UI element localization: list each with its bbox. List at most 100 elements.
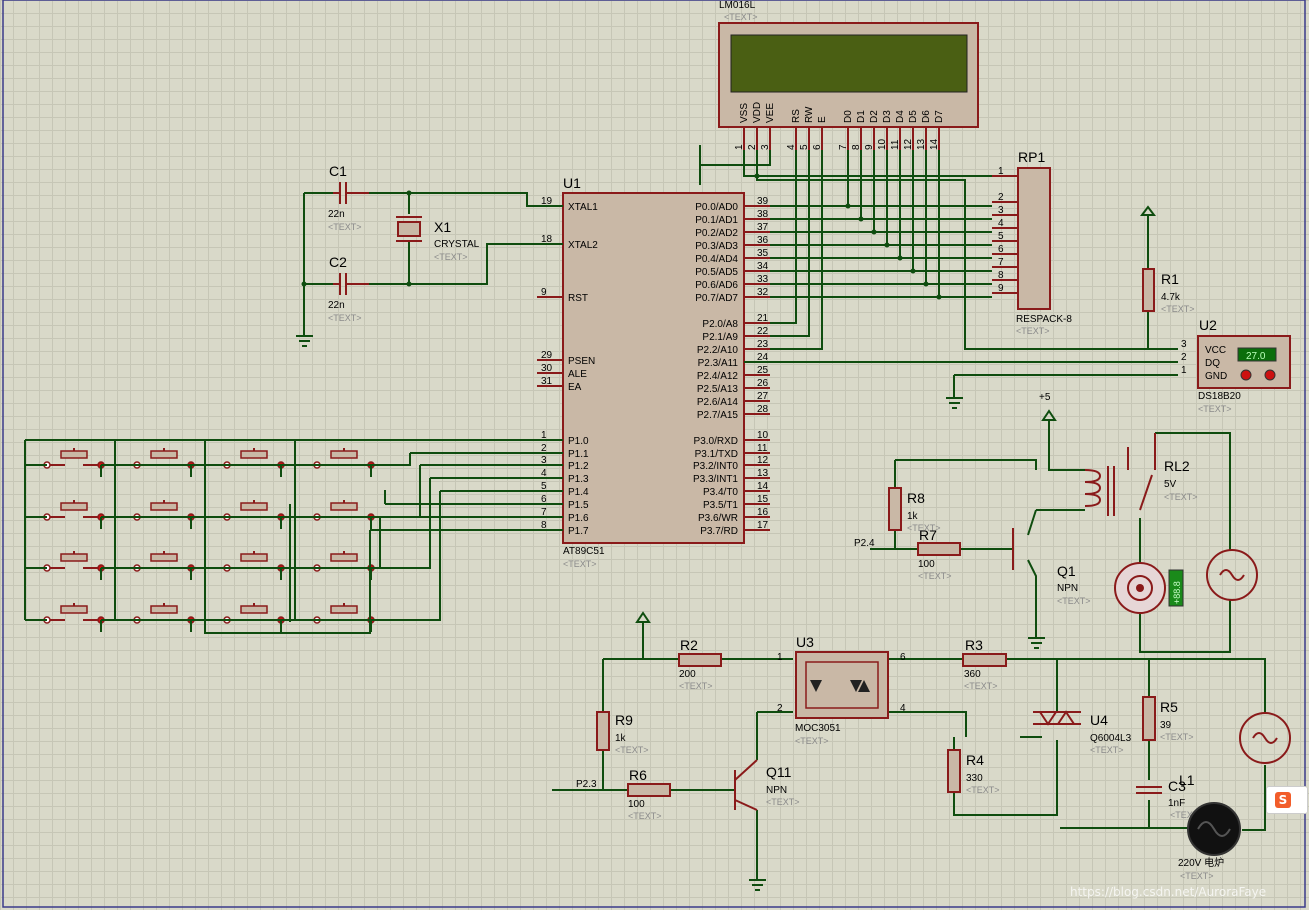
r1-val: 4.7k <box>1161 292 1181 303</box>
triac-driver-circuit[interactable]: R2 200 <TEXT> U3 MOC3051 <TEXT> 1 2 6 4 … <box>552 611 1291 891</box>
u1-pin-label: P3.6/WR <box>698 513 738 524</box>
lcd-pin-label: RS <box>791 109 802 123</box>
lcd-pin-num: 12 <box>903 138 914 150</box>
keypad-button[interactable] <box>25 603 105 632</box>
p23-label: P2.3 <box>576 779 597 790</box>
keypad-button[interactable] <box>205 448 285 477</box>
r6-val: 100 <box>628 799 645 810</box>
r9-ref: R9 <box>615 712 633 728</box>
u1-pin-num: 8 <box>541 520 547 531</box>
x1-ref: X1 <box>434 219 451 235</box>
keypad-4x4[interactable] <box>24 440 563 634</box>
r9-text: <TEXT> <box>615 745 649 755</box>
c2-ref: C2 <box>329 254 347 270</box>
lcd-pin-num: 1 <box>734 144 745 150</box>
u2-pin-2: 2 <box>1181 352 1187 363</box>
u1-pin-num: 12 <box>757 455 769 466</box>
u1-pin-label: P3.1/TXD <box>695 449 738 460</box>
rp1-pin-num: 2 <box>998 192 1004 203</box>
keypad-button[interactable] <box>205 500 285 529</box>
l1-text: <TEXT> <box>1180 871 1214 881</box>
keypad-button[interactable] <box>115 603 195 632</box>
csdn-badge[interactable]: S <box>1266 786 1308 814</box>
c1-text: <TEXT> <box>328 222 362 232</box>
c1-val: 22n <box>328 209 345 220</box>
u1-pin-label: EA <box>568 382 582 393</box>
keypad-button[interactable] <box>115 448 195 477</box>
u2-reading: 27.0 <box>1246 351 1266 362</box>
keypad-button[interactable] <box>205 551 285 580</box>
u1-pin-label: P2.1/A9 <box>702 332 738 343</box>
u3-pin-4: 4 <box>900 703 906 714</box>
u1-part: AT89C51 <box>563 546 605 557</box>
r3-ref: R3 <box>965 637 983 653</box>
keypad-button[interactable] <box>25 551 105 580</box>
u1-pin-num: 13 <box>757 468 769 479</box>
u1-pin-label: P2.6/A14 <box>697 397 739 408</box>
q11-text: <TEXT> <box>766 797 800 807</box>
data-bus-wires <box>699 145 1148 363</box>
lcd-pin-label: D4 <box>895 110 906 123</box>
r2-val: 200 <box>679 669 696 680</box>
lcd-screen <box>730 34 968 93</box>
keypad-button[interactable] <box>115 551 195 580</box>
keypad-button[interactable] <box>295 500 375 529</box>
u1-pin-num: 18 <box>541 234 553 245</box>
c2-text: <TEXT> <box>328 313 362 323</box>
lcd-pin-label: D6 <box>921 110 932 123</box>
relay-motor-circuit[interactable]: +5 R8 1k <TEXT> R7 100 <TEXT> P2.4 Q1 NP… <box>854 392 1258 653</box>
u1-pin-label: P3.3/INT1 <box>693 474 738 485</box>
u2-pin-1: 1 <box>1181 365 1187 376</box>
u1-pin-num: 11 <box>757 443 768 454</box>
u1-pin-num: 36 <box>757 235 769 246</box>
u2-pin-3: 3 <box>1181 339 1187 350</box>
keypad-button[interactable] <box>115 500 195 529</box>
keypad-button[interactable] <box>25 500 105 529</box>
c3-val: 1nF <box>1168 798 1185 809</box>
keypad-button[interactable] <box>205 603 285 632</box>
lcd-pin-num: 14 <box>929 138 940 150</box>
ds18b20-circuit[interactable]: R1 4.7k <TEXT> 27.0 U2 DS18B20 <TEXT> VC… <box>744 205 1291 414</box>
r2-ref: R2 <box>680 637 698 653</box>
u1-pin-num: 7 <box>541 507 547 518</box>
lcd-pin-label: VSS <box>739 103 750 123</box>
u3-part: MOC3051 <box>795 723 841 734</box>
q11-val: NPN <box>766 785 787 796</box>
lcd-lm016l[interactable]: LM016L <TEXT> VSS1VDD2VEE3RS4RW5E6D07D18… <box>718 0 979 150</box>
lcd-pins: VSS1VDD2VEE3RS4RW5E6D07D18D29D310D411D51… <box>734 102 945 150</box>
mcu-at89c51[interactable]: U1 AT89C51 <TEXT> XTAL119XTAL218RST9PSEN… <box>537 175 770 569</box>
q11-ref: Q11 <box>766 764 792 780</box>
keypad-button[interactable] <box>25 448 105 477</box>
u1-pin-label: P0.4/AD4 <box>695 254 738 265</box>
u4-ref: U4 <box>1090 712 1108 728</box>
u3-pin-1: 1 <box>777 652 783 663</box>
u1-pin-num: 23 <box>757 339 769 350</box>
ac-source-1 <box>1206 549 1258 601</box>
lcd-pin-num: 10 <box>877 138 888 150</box>
r7-ref: R7 <box>919 527 937 543</box>
u1-right-pins: P0.0/AD039P0.1/AD138P0.2/AD237P0.3/AD336… <box>693 196 770 537</box>
u4-text: <TEXT> <box>1090 745 1124 755</box>
lcd-pin-num: 9 <box>864 144 875 150</box>
u1-pin-num: 32 <box>757 287 769 298</box>
u1-pin-num: 30 <box>541 363 553 374</box>
u1-pin-label: P3.4/T0 <box>703 487 738 498</box>
rl2-val: 5V <box>1164 479 1177 490</box>
keypad-button[interactable] <box>295 448 375 477</box>
u1-text: <TEXT> <box>563 559 597 569</box>
keypad-button[interactable] <box>295 551 375 580</box>
u1-pin-label: P2.3/A11 <box>698 358 739 369</box>
crystal-circuit[interactable]: C1 22n <TEXT> C2 22n <TEXT> X1 CRYSTAL <… <box>296 163 563 347</box>
u1-pin-num: 31 <box>541 376 553 387</box>
lcd-pin-num: 7 <box>838 144 849 150</box>
lcd-pin-label: D5 <box>908 110 919 123</box>
u2-part: DS18B20 <box>1198 391 1241 402</box>
r3-val: 360 <box>964 669 981 680</box>
rp1-pin-num: 4 <box>998 218 1004 229</box>
u1-pin-num: 15 <box>757 494 769 505</box>
u1-pin-num: 24 <box>757 352 769 363</box>
keypad-button[interactable] <box>295 603 375 632</box>
